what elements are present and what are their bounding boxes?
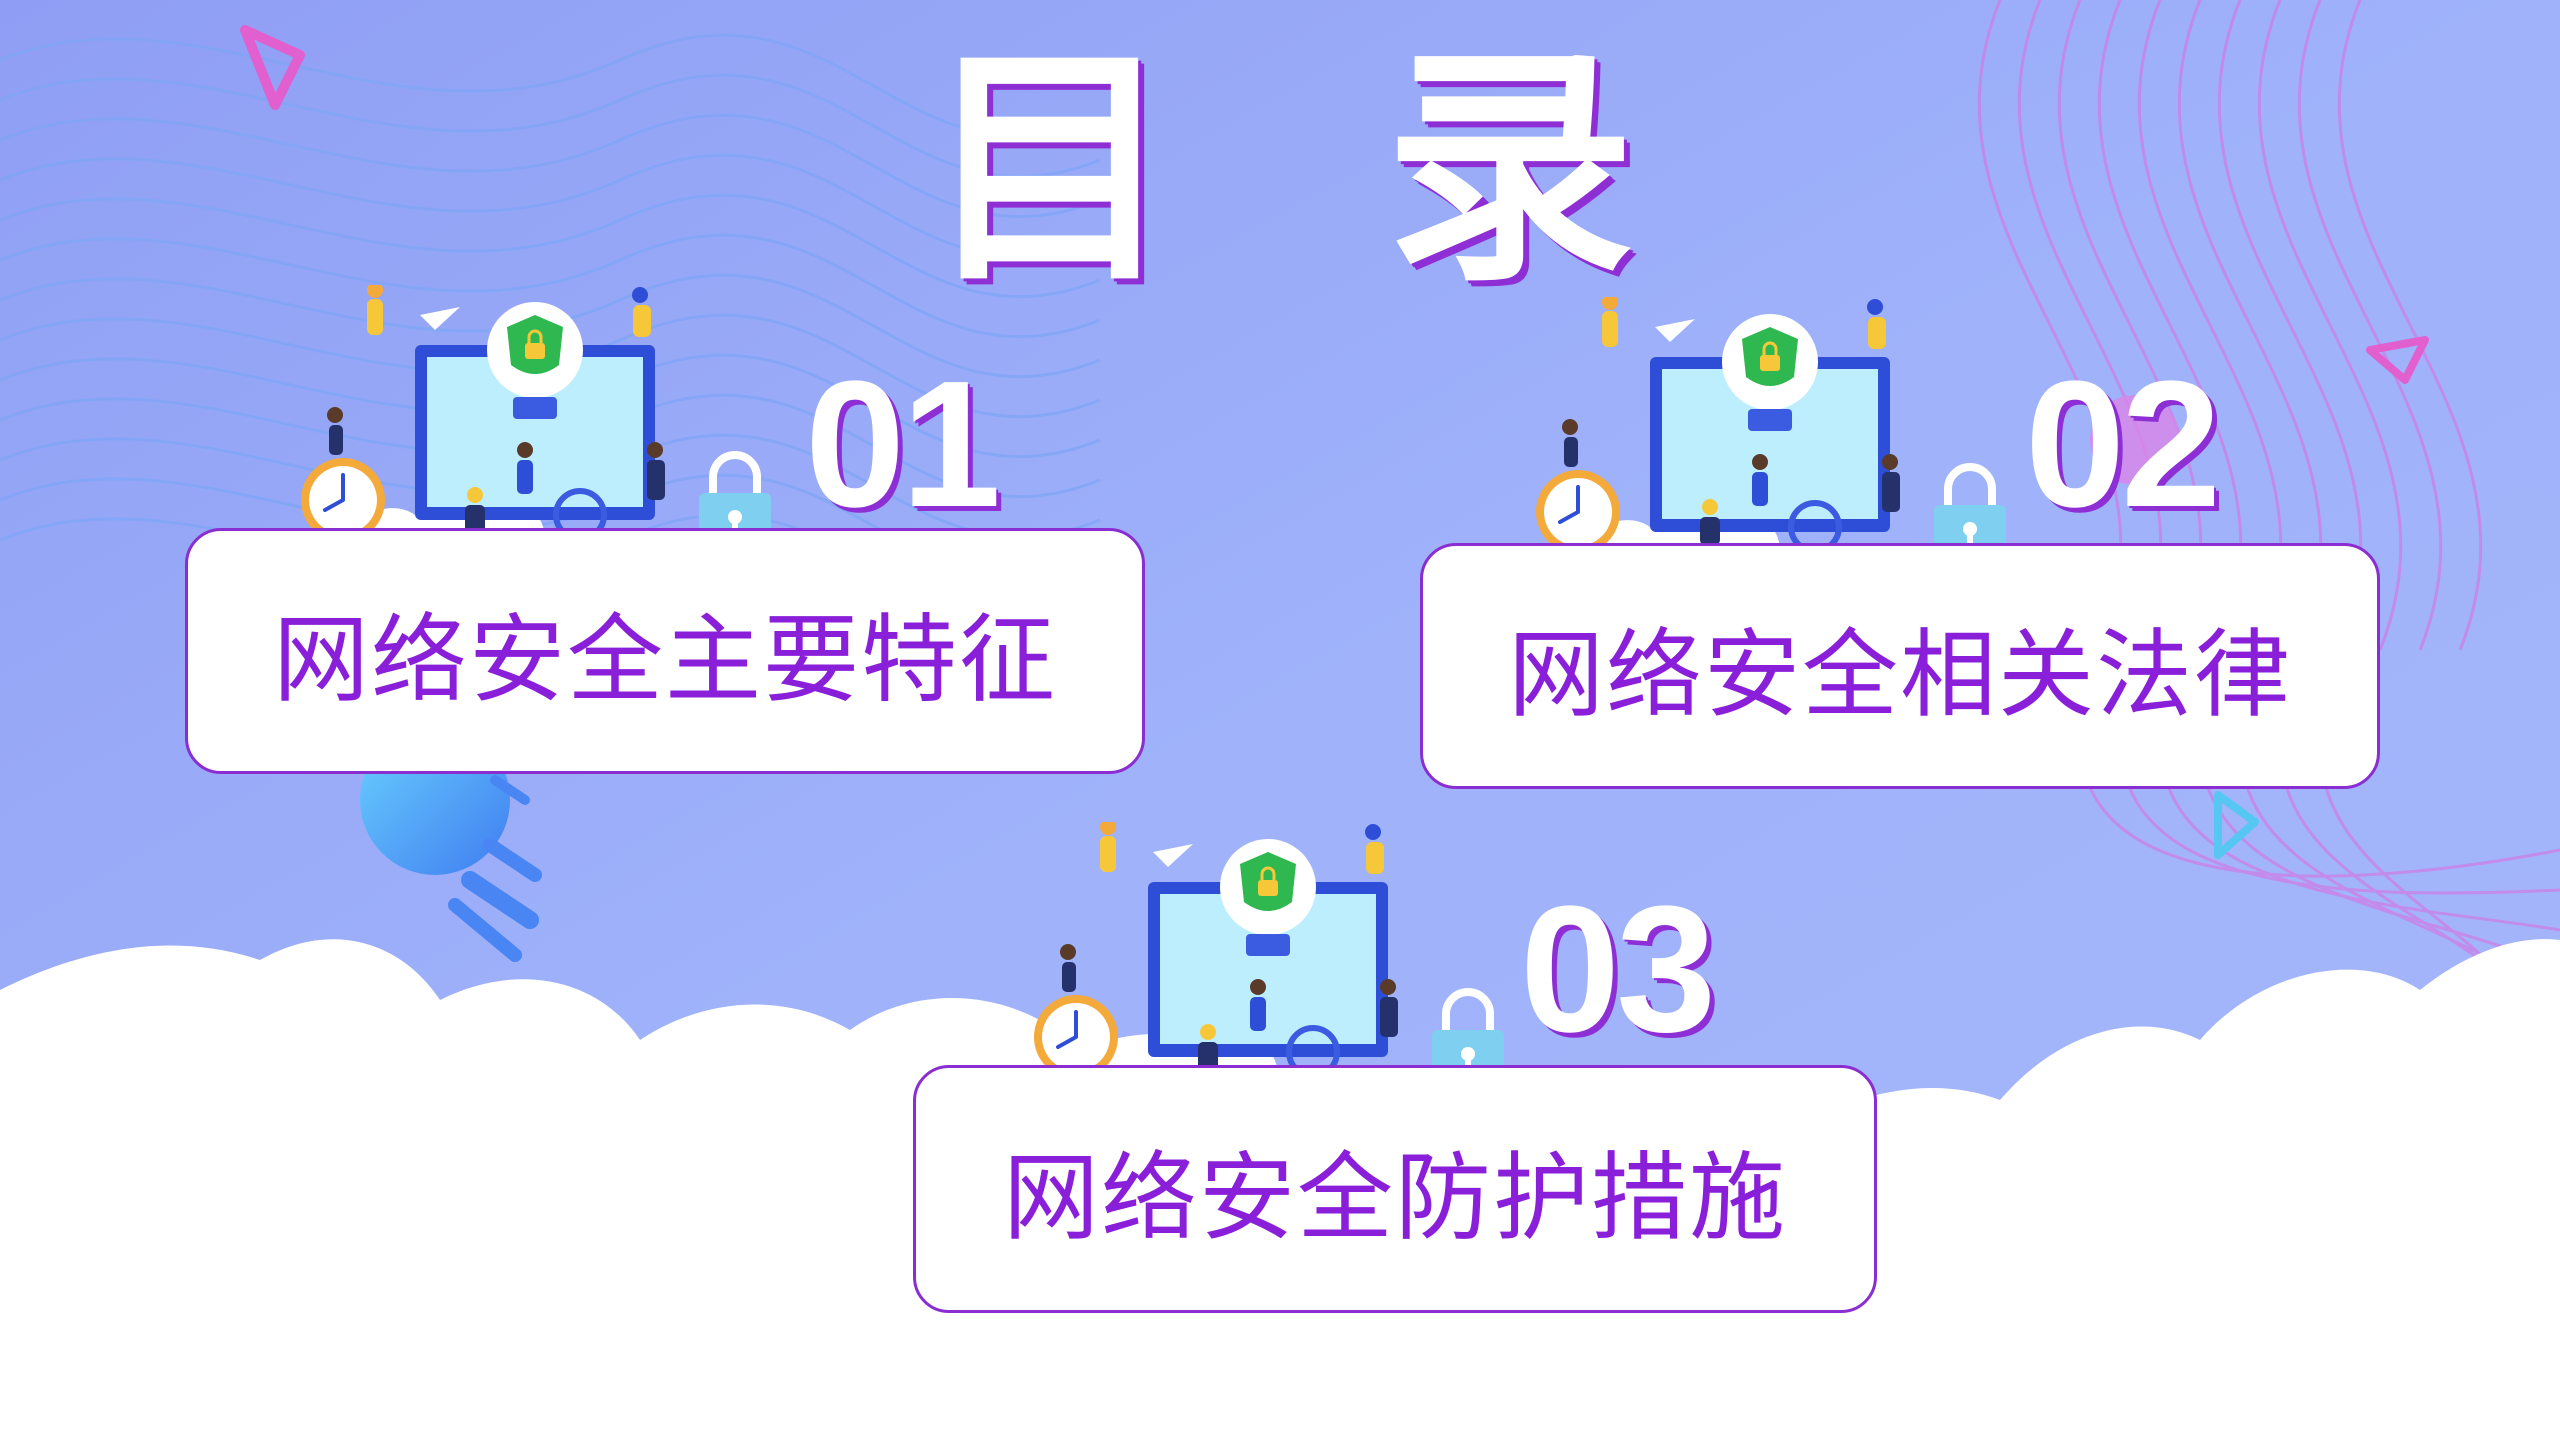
shield-lock-icon	[1742, 327, 1798, 386]
clock-icon	[1034, 995, 1118, 1079]
triangle-deco-topleft	[240, 25, 305, 110]
shield-lock-icon	[1240, 852, 1296, 911]
clock-icon	[301, 458, 385, 542]
paper-plane-icon	[1655, 319, 1695, 342]
triangle-deco-right-blue	[2214, 791, 2259, 859]
item-label: 网络安全主要特征	[273, 603, 1057, 716]
pink-ball-deco	[2090, 395, 2180, 485]
person-figures	[327, 285, 665, 533]
clock-icon	[1536, 470, 1620, 554]
security-illustration	[1034, 822, 1504, 1086]
shield-lock-icon	[507, 315, 563, 374]
paper-plane-icon	[420, 307, 460, 330]
item-card[interactable]: 网络安全相关法律	[1420, 543, 2380, 789]
item-card[interactable]: 网络安全主要特征	[185, 528, 1145, 774]
item-number: 01	[805, 344, 1001, 545]
triangle-deco-right	[2366, 336, 2429, 384]
paper-plane-icon	[1153, 844, 1193, 867]
person-figures	[1562, 297, 1900, 545]
security-illustration	[1536, 297, 2006, 561]
item-number: 03	[1520, 869, 1716, 1070]
item-label: 网络安全防护措施	[1003, 1141, 1787, 1254]
item-card[interactable]: 网络安全防护措施	[913, 1065, 1877, 1313]
person-figures	[1060, 822, 1398, 1070]
security-illustration	[301, 285, 771, 549]
item-label: 网络安全相关法律	[1508, 618, 2292, 731]
item-number: 02	[2025, 344, 2221, 545]
